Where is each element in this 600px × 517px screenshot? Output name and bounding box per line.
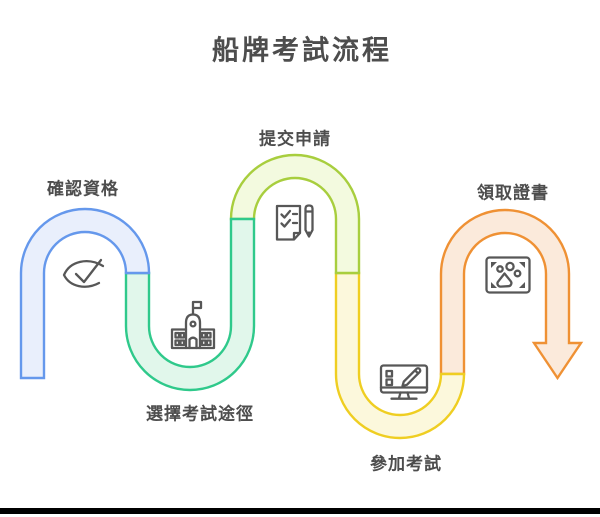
- school-door: [188, 336, 198, 350]
- checklist-row: [280, 209, 299, 219]
- paw-toe: [496, 265, 504, 273]
- pencil-glyph: [401, 367, 422, 388]
- segment-exam-tube: [334, 271, 466, 440]
- certificate-icon: [485, 256, 531, 294]
- card-corner: [491, 262, 497, 268]
- page-title: 船牌考試流程: [212, 35, 392, 66]
- paw-toe: [505, 261, 515, 272]
- segment-application-tube: [229, 153, 361, 275]
- segment-pathway-tube: [124, 217, 256, 392]
- school-flag: [191, 300, 203, 316]
- step-label-application: 提交申請: [259, 129, 331, 149]
- tower-window: [189, 320, 197, 328]
- exam-monitor-icon: [379, 364, 429, 400]
- wing-window: [179, 339, 186, 347]
- segment-eligibility-tube: [19, 207, 151, 380]
- school-tower: [184, 313, 202, 350]
- paw-pad: [496, 272, 513, 288]
- wing-window: [179, 331, 186, 339]
- certificate-card: [485, 256, 531, 294]
- wing-window: [205, 331, 212, 339]
- step-label-pathway: 選擇考試途徑: [146, 404, 254, 424]
- card-corner: [519, 262, 525, 268]
- pen-glyph: [304, 204, 314, 238]
- wing-window: [205, 339, 212, 347]
- checkbox: [385, 378, 394, 387]
- wing-window: [174, 331, 181, 339]
- card-corner: [519, 282, 525, 288]
- document-outline: [275, 204, 302, 241]
- paw-toe: [513, 269, 522, 278]
- checklist-pen-icon: [275, 204, 314, 241]
- monitor-screen: [379, 364, 429, 394]
- checkbox: [385, 369, 394, 378]
- step-label-certificate: 領取證書: [477, 183, 549, 203]
- step-label-exam: 參加考試: [370, 454, 442, 474]
- step-label-eligibility: 確認資格: [47, 179, 119, 199]
- wing-window: [200, 339, 207, 347]
- bottom-bar: [0, 508, 600, 514]
- segment-certificate-tube: [439, 208, 584, 381]
- card-corner: [491, 282, 497, 288]
- check-mark: [74, 258, 103, 284]
- wing-window: [200, 331, 207, 339]
- eye-check-icon: [62, 258, 105, 288]
- checklist-row: [280, 218, 299, 228]
- school-wings: [170, 328, 216, 350]
- monitor-stand: [390, 391, 418, 400]
- school-icon: [170, 300, 216, 350]
- wing-window: [174, 339, 181, 347]
